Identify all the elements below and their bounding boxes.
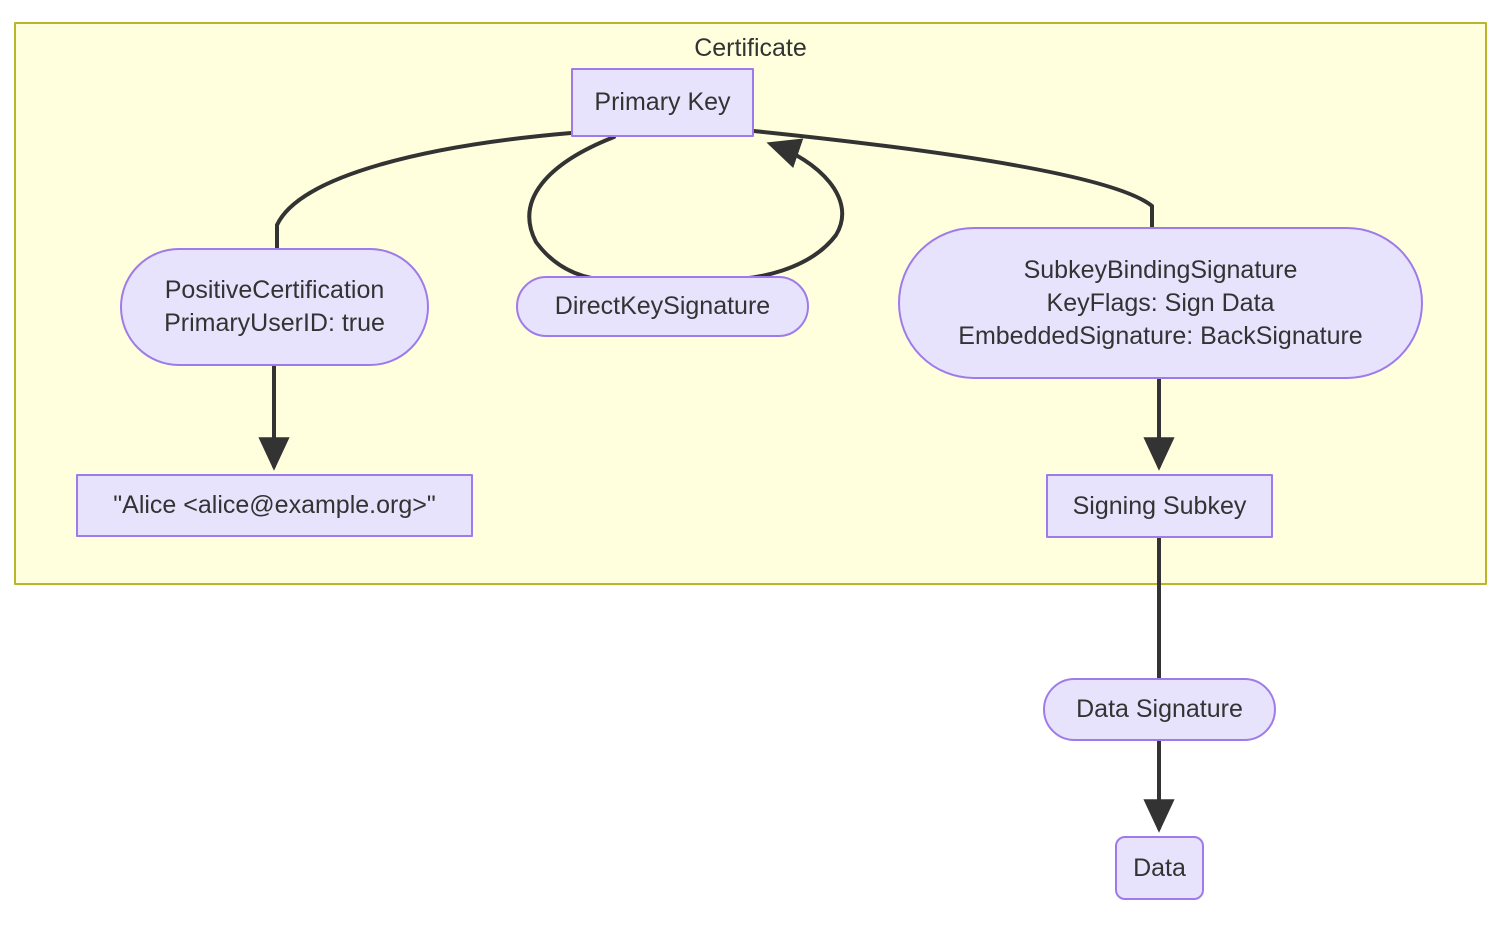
node-user-id[interactable]: "Alice <alice@example.org>"	[76, 474, 473, 537]
node-direct-key-signature[interactable]: DirectKeySignature	[516, 276, 809, 337]
node-data-signature[interactable]: Data Signature	[1043, 678, 1276, 741]
node-primary-key[interactable]: Primary Key	[571, 68, 754, 137]
node-positive-certification[interactable]: PositiveCertification PrimaryUserID: tru…	[120, 248, 429, 366]
node-signing-subkey[interactable]: Signing Subkey	[1046, 474, 1273, 538]
node-data[interactable]: Data	[1115, 836, 1204, 900]
node-subkey-binding-signature[interactable]: SubkeyBindingSignature KeyFlags: Sign Da…	[898, 227, 1423, 379]
cluster-title-certificate: Certificate	[694, 34, 807, 62]
